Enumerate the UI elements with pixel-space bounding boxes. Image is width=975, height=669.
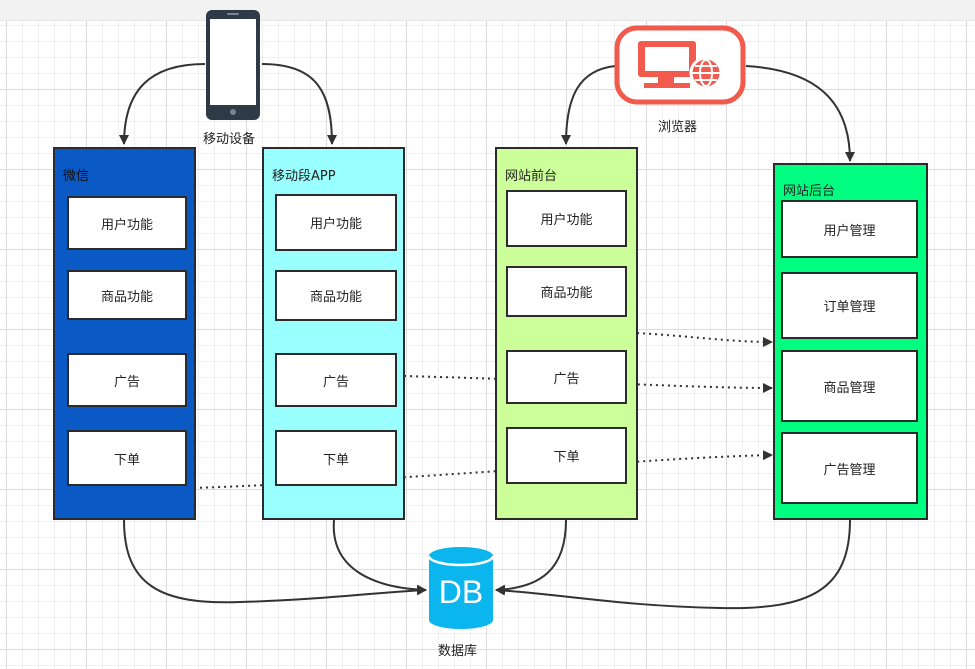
wechat-ads: 广告 bbox=[67, 353, 187, 407]
frontend-user-functions: 用户功能 bbox=[506, 190, 627, 247]
wechat-orders: 下单 bbox=[67, 430, 187, 486]
wechat-product-functions: 商品功能 bbox=[67, 270, 187, 320]
browser-label: 浏览器 bbox=[658, 120, 698, 135]
database-icon: DB bbox=[427, 546, 495, 630]
mobile-phone-icon bbox=[206, 10, 260, 120]
panel-title-app: 移动段APP bbox=[272, 169, 336, 184]
panel-title-wechat: 微信 bbox=[63, 169, 90, 184]
arrow-mobile-to-app bbox=[261, 63, 337, 145]
mobile-device-label: 移动设备 bbox=[203, 132, 256, 147]
top-bar bbox=[0, 0, 975, 21]
backend-ad-management: 广告管理 bbox=[781, 432, 918, 504]
database-icon-text: DB bbox=[438, 574, 484, 610]
browser-icon bbox=[614, 25, 746, 105]
arrow-browser-to-frontend bbox=[561, 65, 616, 145]
backend-user-management: 用户管理 bbox=[781, 200, 918, 258]
backend-order-management: 订单管理 bbox=[781, 272, 918, 339]
arrow-backend-to-db bbox=[495, 519, 851, 610]
arrow-app-to-db bbox=[332, 519, 427, 595]
arrow-mobile-to-wechat bbox=[119, 63, 206, 145]
backend-product-management: 商品管理 bbox=[781, 350, 918, 422]
panel-title-frontend: 网站前台 bbox=[505, 169, 558, 184]
app-user-functions: 用户功能 bbox=[275, 194, 397, 251]
app-product-functions: 商品功能 bbox=[275, 270, 397, 321]
arrow-frontend-to-db bbox=[495, 519, 567, 595]
arrow-wechat-to-db bbox=[123, 519, 427, 604]
app-orders: 下单 bbox=[275, 430, 397, 486]
database-label: 数据库 bbox=[438, 644, 478, 659]
frontend-orders: 下单 bbox=[506, 427, 627, 484]
panel-title-backend: 网站后台 bbox=[783, 184, 836, 199]
app-ads: 广告 bbox=[275, 353, 397, 407]
wechat-user-functions: 用户功能 bbox=[67, 196, 187, 250]
arrow-browser-to-backend bbox=[745, 65, 855, 162]
dotted-link-frontend-products bbox=[636, 332, 773, 347]
frontend-ads: 广告 bbox=[506, 350, 627, 404]
frontend-product-functions: 商品功能 bbox=[506, 266, 627, 317]
